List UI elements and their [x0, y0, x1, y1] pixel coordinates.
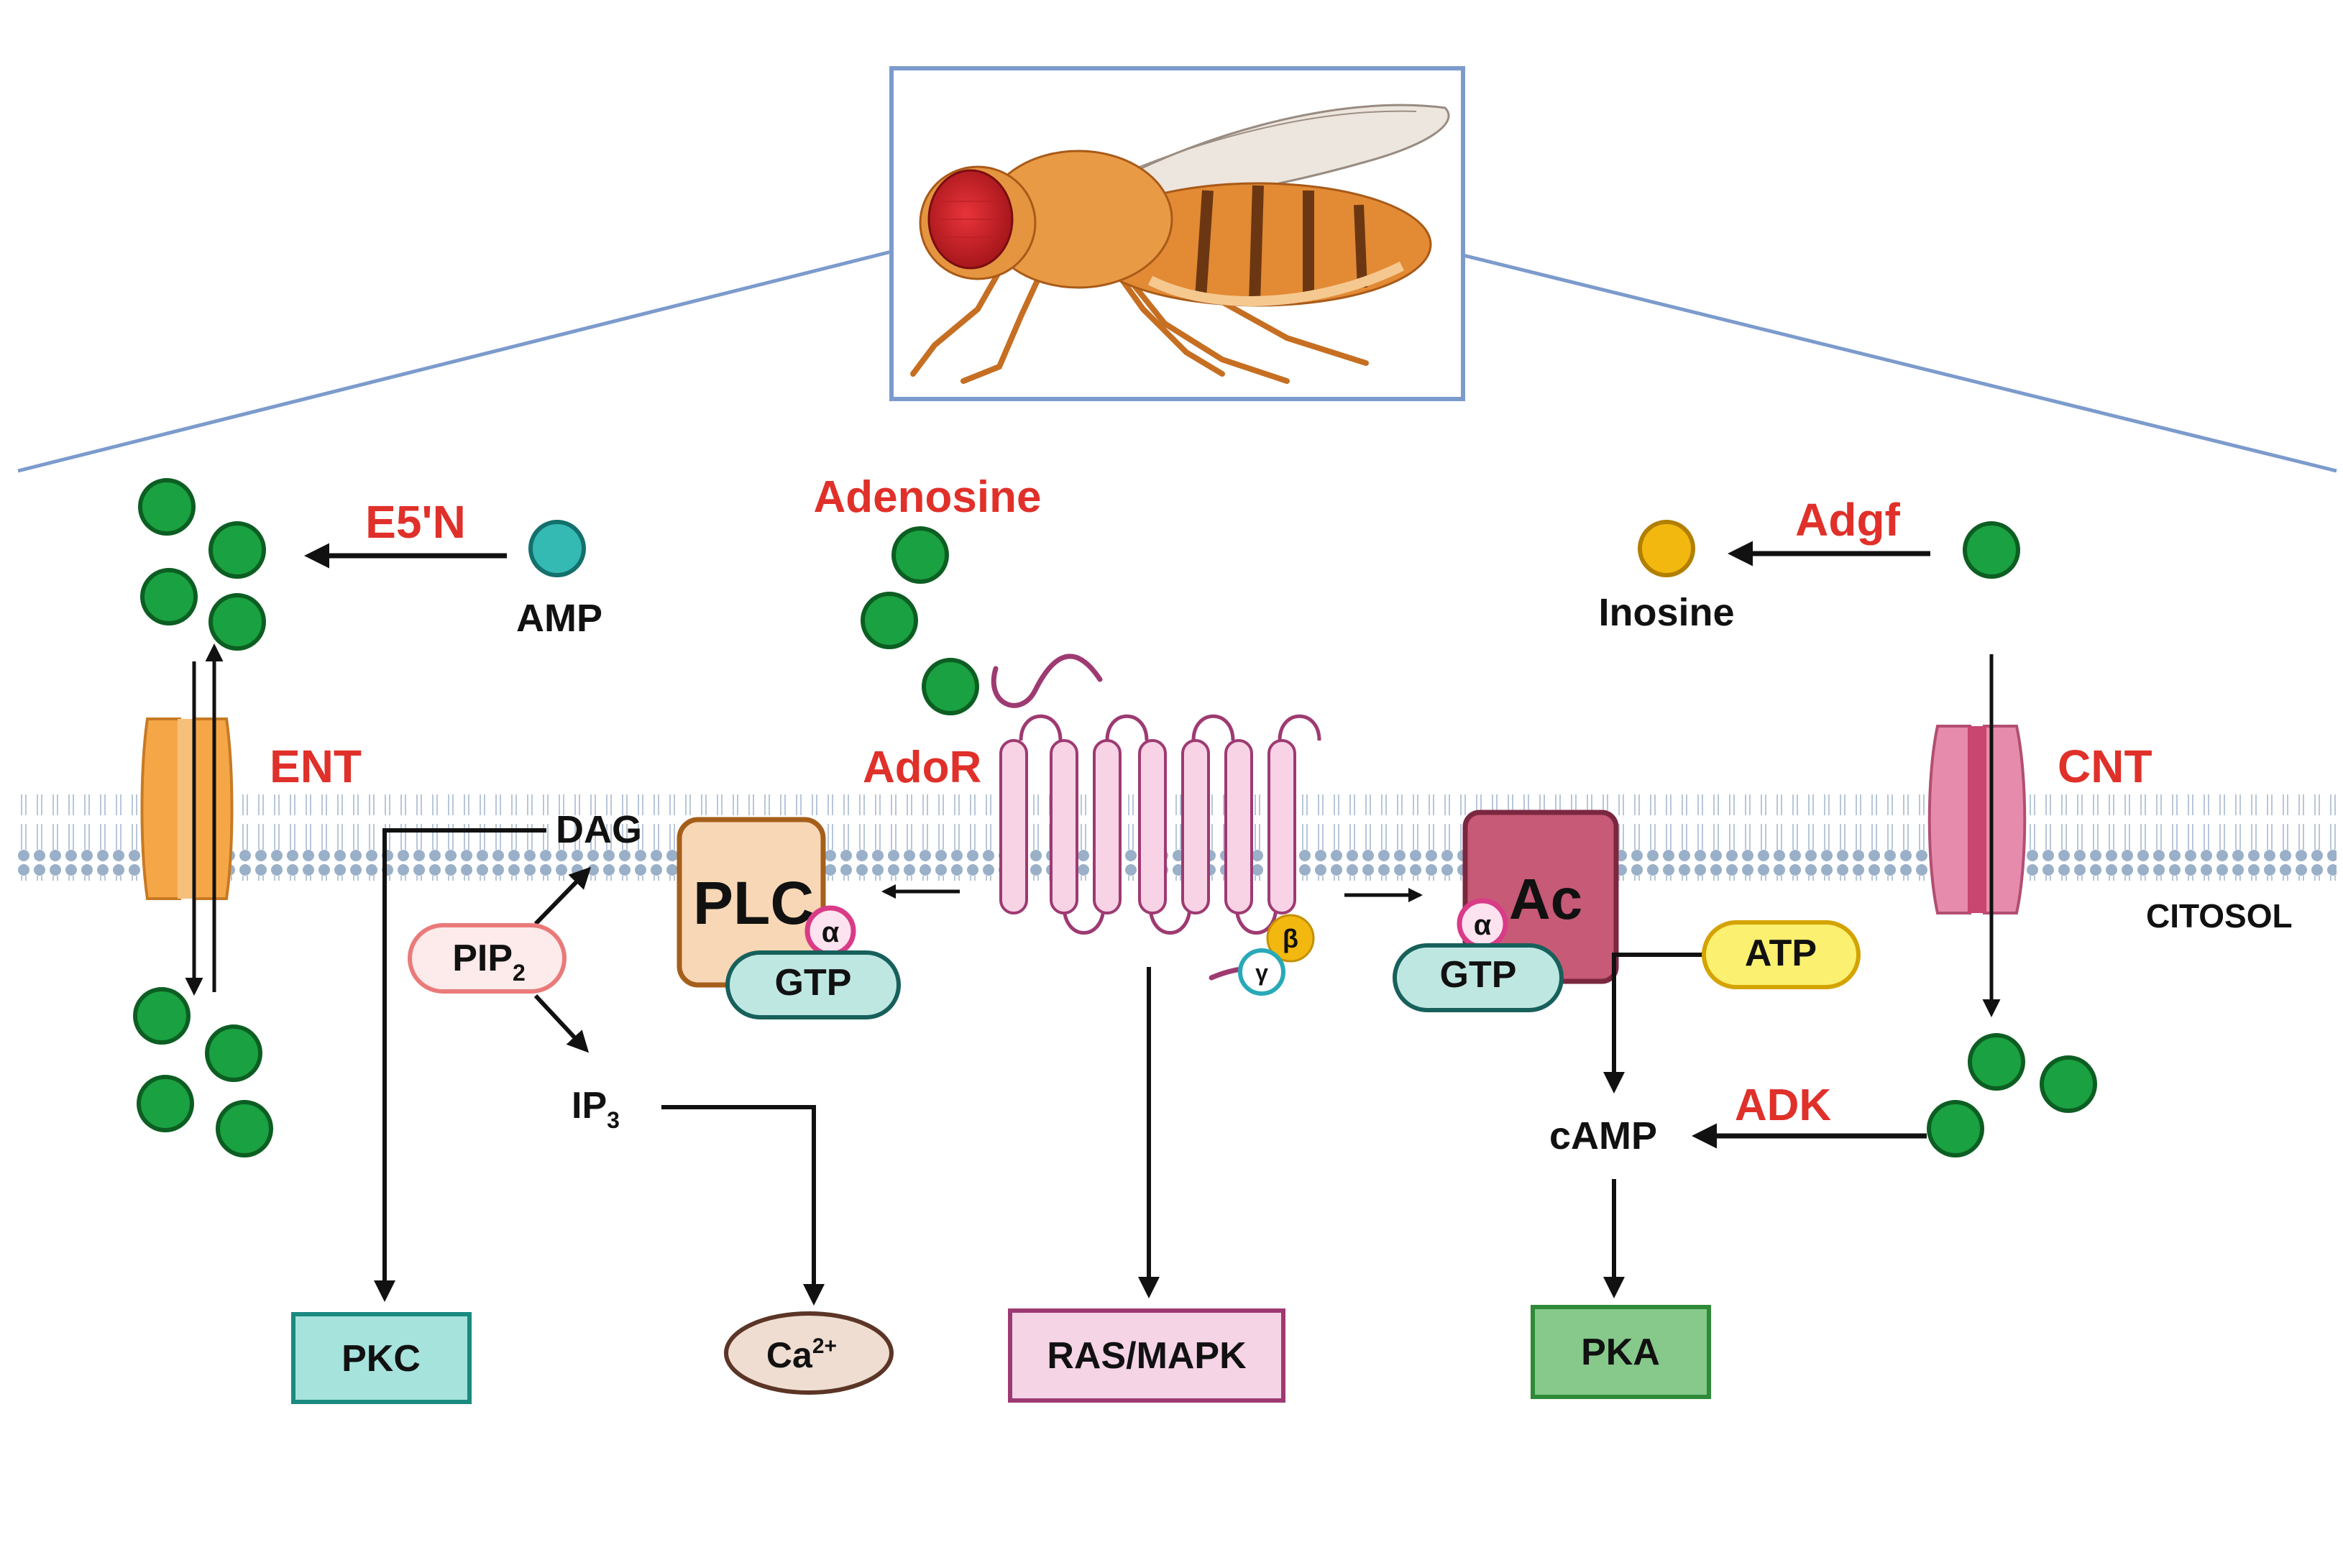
ac-label: Ac — [1509, 867, 1582, 931]
ac-gtp-label: GTP — [1440, 954, 1517, 996]
ip3-label: IP3 — [572, 1085, 620, 1133]
adk-label: ADK — [1735, 1081, 1832, 1130]
camp-label: cAMP — [1549, 1114, 1657, 1157]
ador-label: AdoR — [863, 743, 981, 792]
zoom-line-right — [1462, 253, 2337, 473]
ip3-to-ca-line — [661, 1105, 825, 1306]
pkc-box — [291, 1312, 472, 1404]
cnt-label: CNT — [2058, 741, 2152, 792]
ent-label: ENT — [270, 741, 362, 792]
pip2-pill — [408, 923, 567, 994]
atp-pill — [1702, 920, 1861, 989]
ent-transporter — [140, 717, 234, 900]
inosine-label: Inosine — [1598, 591, 1734, 634]
pip2-to-ip3-arrow — [533, 994, 590, 1053]
amp-label: AMP — [516, 597, 602, 640]
amp-molecule-icon — [528, 520, 586, 577]
zoom-line-left — [17, 249, 892, 473]
dag-to-pkc-line — [374, 828, 546, 1302]
pip2-to-dag-arrow — [533, 866, 592, 926]
ca-label: Ca2+ — [766, 1334, 837, 1375]
ras-mapk-label: RAS/MAPK — [1047, 1335, 1247, 1377]
plc-label: PLC — [693, 869, 814, 937]
fruit-fly-icon — [910, 104, 1450, 384]
atp-label: ATP — [1745, 932, 1817, 974]
plc-gtp-label: GTP — [775, 962, 852, 1004]
ca-ellipse — [724, 1311, 894, 1395]
plc-gtp-pill — [725, 950, 901, 1019]
ras-mapk-box — [1008, 1308, 1285, 1403]
pip2-label: PIP2 — [452, 937, 526, 986]
pka-label: PKA — [1581, 1331, 1660, 1373]
atp-to-camp-line — [1603, 953, 1704, 1094]
dag-label: DAG — [556, 808, 642, 851]
adenosine-receptor — [991, 654, 1321, 981]
inosine-molecule-icon — [1638, 520, 1695, 577]
beta-label: β — [1283, 924, 1298, 953]
gamma-label: γ — [1255, 960, 1268, 986]
plc-alpha-label: α — [822, 917, 840, 948]
pkc-label: PKC — [341, 1338, 421, 1380]
adenosine-molecule-icon — [133, 478, 2097, 1157]
ac-alpha-label: α — [1474, 909, 1492, 941]
ac-gtp-pill — [1393, 943, 1564, 1012]
beta-subunit-icon — [1266, 914, 1315, 963]
cnt-transporter — [1927, 725, 2027, 914]
gamma-subunit-icon — [1238, 948, 1285, 996]
pka-box — [1531, 1305, 1711, 1399]
e5n-label: E5'N — [365, 496, 466, 548]
adenosine-label: Adenosine — [814, 472, 1042, 522]
adgf-label: Adgf — [1795, 494, 1900, 546]
citosol-label: CITOSOL — [2146, 897, 2293, 935]
